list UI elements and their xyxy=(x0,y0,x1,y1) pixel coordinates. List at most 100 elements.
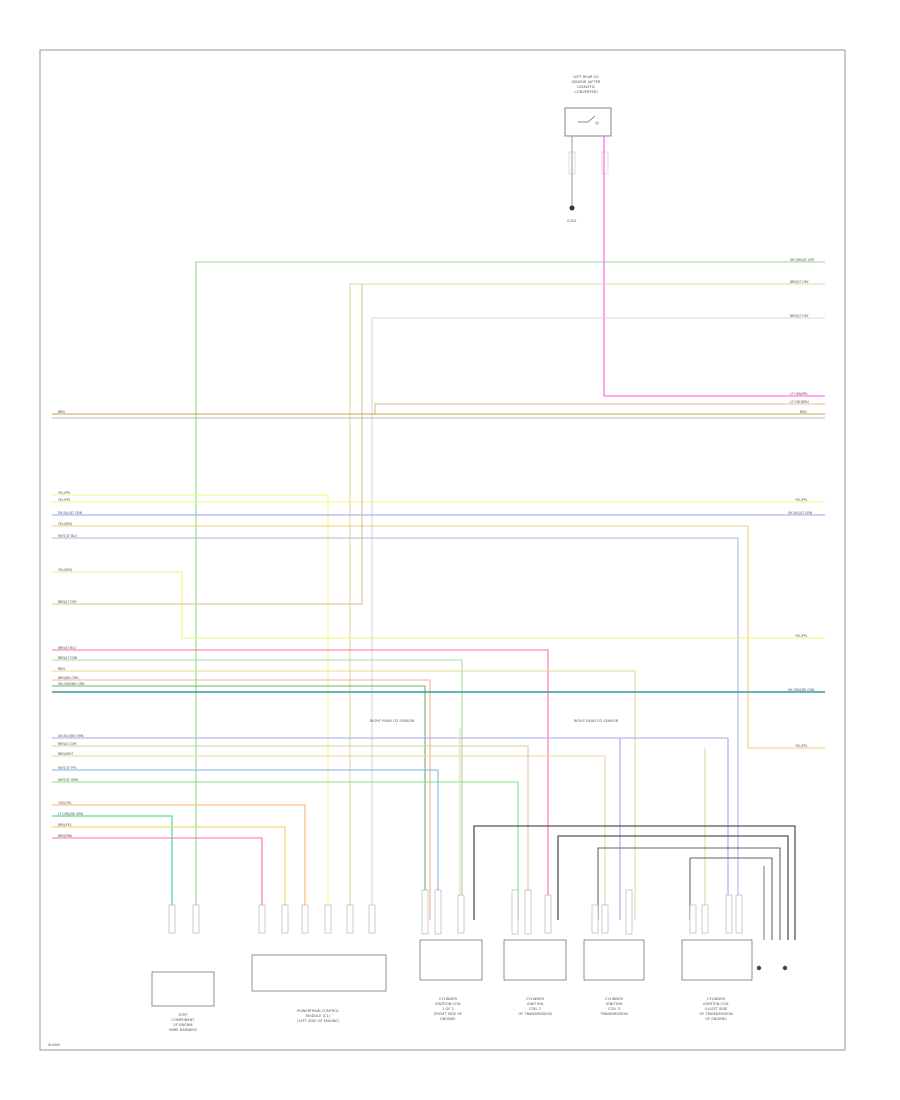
wire-yellow-1 xyxy=(52,494,329,920)
wire-tan-7 xyxy=(52,755,606,920)
top-sensor-label-4: CONVERTER) xyxy=(574,90,598,94)
wire-tan-3 xyxy=(52,525,825,749)
right-label-11: YEL/PPL xyxy=(795,744,808,748)
component-2-caption-2: MODULE (C1) xyxy=(306,1014,331,1018)
right-label-5: LT GRY/BRN xyxy=(790,400,809,404)
wire-gray-blue xyxy=(52,537,739,920)
left-label-22: BRN/PNK xyxy=(58,834,73,838)
component-5-caption-2: IGNITION xyxy=(606,1002,623,1006)
component-4-caption-2: IGNITION xyxy=(527,1002,544,1006)
wire-lt-gray xyxy=(371,317,825,920)
right-label-9: YEL/PPL xyxy=(795,634,808,638)
connector-pins xyxy=(168,889,743,935)
component-2-box xyxy=(251,954,387,992)
left-label-3: YEL/PPL xyxy=(58,498,71,502)
wire-pink-2 xyxy=(52,649,549,920)
wire-gray-bus-1 xyxy=(473,825,796,940)
wire-gray-bus-4 xyxy=(689,857,773,940)
top-sensor-pin-label-a xyxy=(568,151,576,175)
component-3-caption-3: 1 OF 2 xyxy=(442,1007,454,1011)
component-4-caption-4: OF TRANSMISSION xyxy=(518,1012,552,1016)
wires xyxy=(52,136,825,940)
component-6-caption-1: CYLINDER xyxy=(707,997,725,1001)
left-label-21: BRN/YEL xyxy=(58,823,72,827)
left-label-5: YEL/GRN xyxy=(58,522,72,526)
wire-green-mint xyxy=(52,815,173,920)
wire-gray-bus-3 xyxy=(597,847,781,940)
component-2-caption-3: (LEFT SIDE OF ENGINE) xyxy=(297,1019,339,1023)
component-3-caption-2: IGNITION COIL xyxy=(435,1002,461,1006)
top-sensor-pin-label-b xyxy=(601,151,609,175)
wire-lt-blue xyxy=(52,769,439,920)
component-1-box xyxy=(151,971,215,1007)
right-label-10: DK GRN/DK GRN xyxy=(788,688,815,692)
component-6-caption-3: 4 (LEFT SIDE xyxy=(705,1007,729,1011)
component-4-caption-1: CYLINDER xyxy=(526,997,544,1001)
top-sensor-contact-icon xyxy=(595,121,599,125)
wire-yellow-3 xyxy=(52,571,825,639)
left-label-14: DK BLU/DK GRN xyxy=(58,734,84,738)
wire-orange xyxy=(52,804,306,920)
left-label-11: BRN xyxy=(58,667,65,671)
left-label-17: WHT/LT PPL xyxy=(58,766,77,770)
ground-icon xyxy=(569,205,575,211)
wire-blue-2 xyxy=(52,737,729,920)
ground-symbols-right xyxy=(756,965,788,971)
left-wire-labels: BRN YEL/PPL YEL/PPL DK BLU/LT GRN YEL/GR… xyxy=(58,410,85,838)
left-label-6: WHT/LT BLU xyxy=(58,534,78,538)
left-label-20: LT GRN/DK GRN xyxy=(58,812,84,816)
wire-gray-bus-2 xyxy=(557,835,789,940)
right-rear-sensor-label-1: RIGHT REAR O2 SENSOR xyxy=(370,719,415,723)
wire-salmon xyxy=(52,679,431,920)
component-3-box xyxy=(419,939,483,981)
left-label-4: DK BLU/LT GRN xyxy=(58,511,83,515)
wire-yellow-4 xyxy=(52,826,286,920)
left-label-1: BRN xyxy=(58,410,65,414)
right-label-6: BRN xyxy=(800,410,807,414)
wire-tan-5 xyxy=(52,670,636,920)
left-label-15: BRN/LT GRY xyxy=(58,742,77,746)
wire-tan-4 xyxy=(52,284,363,605)
wire-pink xyxy=(603,136,825,397)
right-label-1: DK GRN/LT GRY xyxy=(790,258,814,262)
left-label-2: YEL/PPL xyxy=(58,491,71,495)
wire-tan-2 xyxy=(374,403,825,415)
component-4-box xyxy=(503,939,567,981)
top-sensor-label-3: CATALYTIC xyxy=(577,85,596,89)
top-sensor-switch-icon xyxy=(578,115,596,123)
ground-icon-r2 xyxy=(782,965,788,971)
left-label-10: BRN/LT GRN xyxy=(58,656,78,660)
component-3-caption-5: ENGINE) xyxy=(440,1017,456,1021)
component-5-caption-4: TRANSMISSION xyxy=(599,1012,628,1016)
left-label-16: BRN/WHT xyxy=(58,752,73,756)
right-label-2: BRN/LT GRY xyxy=(790,280,809,284)
top-sensor-box xyxy=(564,107,612,137)
right-label-3: BRN/LT GRY xyxy=(790,314,809,318)
right-label-7: YEL/PPL xyxy=(795,498,808,502)
right-label-4: LT GRN/PPL xyxy=(790,392,808,396)
top-o2-sensor: LEFT REAR O2 SENSOR (AFTER CATALYTIC CON… xyxy=(564,75,612,223)
component-1-caption-2: COMPONENT xyxy=(171,1018,195,1022)
footer-code: W-0000 xyxy=(48,1043,60,1047)
right-rear-sensor-label-2: RIGHT REAR O2 SENSOR xyxy=(574,719,619,723)
component-6-caption-2: IGNITION COIL xyxy=(703,1002,729,1006)
components xyxy=(151,939,753,1007)
wire-tan-6 xyxy=(52,745,529,920)
diagram-border xyxy=(39,49,846,1051)
left-label-13: DK GRN/DK GRN xyxy=(58,682,85,686)
component-1-caption-1: STEP xyxy=(179,1013,189,1017)
wire-green-dk xyxy=(52,685,426,920)
component-5-box xyxy=(583,939,645,981)
left-label-9: BRN/LT BLU xyxy=(58,646,77,650)
component-6-caption-5: OF ENGINE) xyxy=(705,1017,727,1021)
component-2-caption-1: POWERTRAIN CONTROL xyxy=(297,1009,340,1013)
component-1-caption-3: OF ENGINE xyxy=(173,1023,194,1027)
left-label-7: YEL/GRN xyxy=(58,568,72,572)
component-1-caption-4: WIRE HARNESS xyxy=(169,1028,197,1032)
component-6-caption-4: OF TRANSMISSION xyxy=(699,1012,733,1016)
component-3-caption-4: (RIGHT SIDE OF xyxy=(434,1012,462,1016)
right-wire-labels: DK GRN/LT GRY BRN/LT GRY BRN/LT GRY LT G… xyxy=(788,258,815,748)
component-5-caption-3: COIL 3 xyxy=(608,1007,620,1011)
ground-icon-r1 xyxy=(756,965,762,971)
